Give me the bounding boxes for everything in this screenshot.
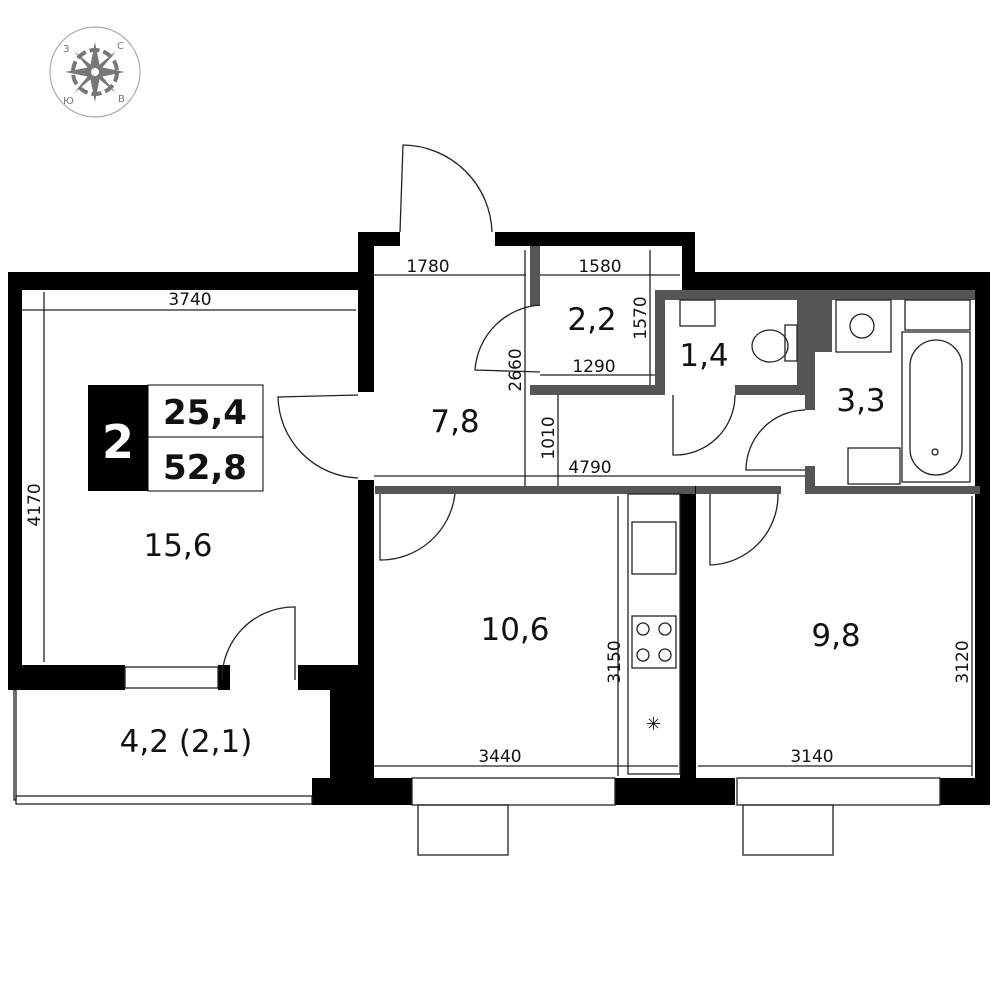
area-wc: 1,4 [679,338,728,374]
dim-hall-depth: 2660 [506,348,526,391]
dim-hall-top: 1780 [406,257,449,277]
kitchen-sink-icon [631,521,677,575]
wc-sink-icon [679,299,716,327]
washing-machine-icon [835,299,892,353]
dim-living-width: 3740 [168,290,211,310]
compass-west-label: З [63,44,69,55]
stove-icon [631,615,677,669]
inner-walls [375,246,980,494]
dim-kitchen-depth: 3150 [605,640,625,683]
dim-storage-depth: 1570 [631,296,651,339]
dim-kitchen-width: 3440 [478,747,521,767]
dim-bedroom-depth: 3120 [953,640,973,683]
outer-walls [8,232,990,805]
windows [13,666,941,856]
dim-corridor: 4790 [568,458,611,478]
area-bedroom: 9,8 [811,618,860,654]
dim-living-depth: 4170 [25,483,45,526]
total-area: 52,8 [163,448,247,488]
dimension-lines [22,250,973,776]
fixtures: ✳ [627,299,971,775]
fridge-icon: ✳ [646,714,661,735]
room-count: 2 [102,415,134,469]
living-area-total: 25,4 [163,393,247,433]
compass-icon: З С Ю В [49,26,141,118]
room-areas: 15,6 7,8 2,2 1,4 3,3 10,6 9,8 4,2 (2,1) [120,302,886,760]
toilet-icon [751,329,789,363]
area-living: 15,6 [143,528,212,564]
kitchen-counter [627,493,681,775]
dimension-labels: 3740 4170 1780 1580 1570 1290 2660 1010 … [25,257,973,767]
doors [221,144,806,681]
area-balcony: 4,2 (2,1) [120,724,253,760]
dim-hall-gap: 1010 [539,416,559,459]
area-hall: 7,8 [430,404,479,440]
dim-storage-width: 1580 [578,257,621,277]
dim-bedroom-width: 3140 [790,747,833,767]
area-kitchen: 10,6 [480,612,549,648]
area-storage: 2,2 [567,302,616,338]
compass-north-label: С [117,41,124,52]
bath-sink-icon [847,447,901,485]
compass-east-label: В [118,94,125,105]
area-bathroom: 3,3 [836,383,885,419]
bathtub-icon [901,331,971,483]
summary-box: 2 25,4 52,8 [88,384,264,492]
compass-south-label: Ю [63,96,74,107]
dim-wc-width: 1290 [572,357,615,377]
